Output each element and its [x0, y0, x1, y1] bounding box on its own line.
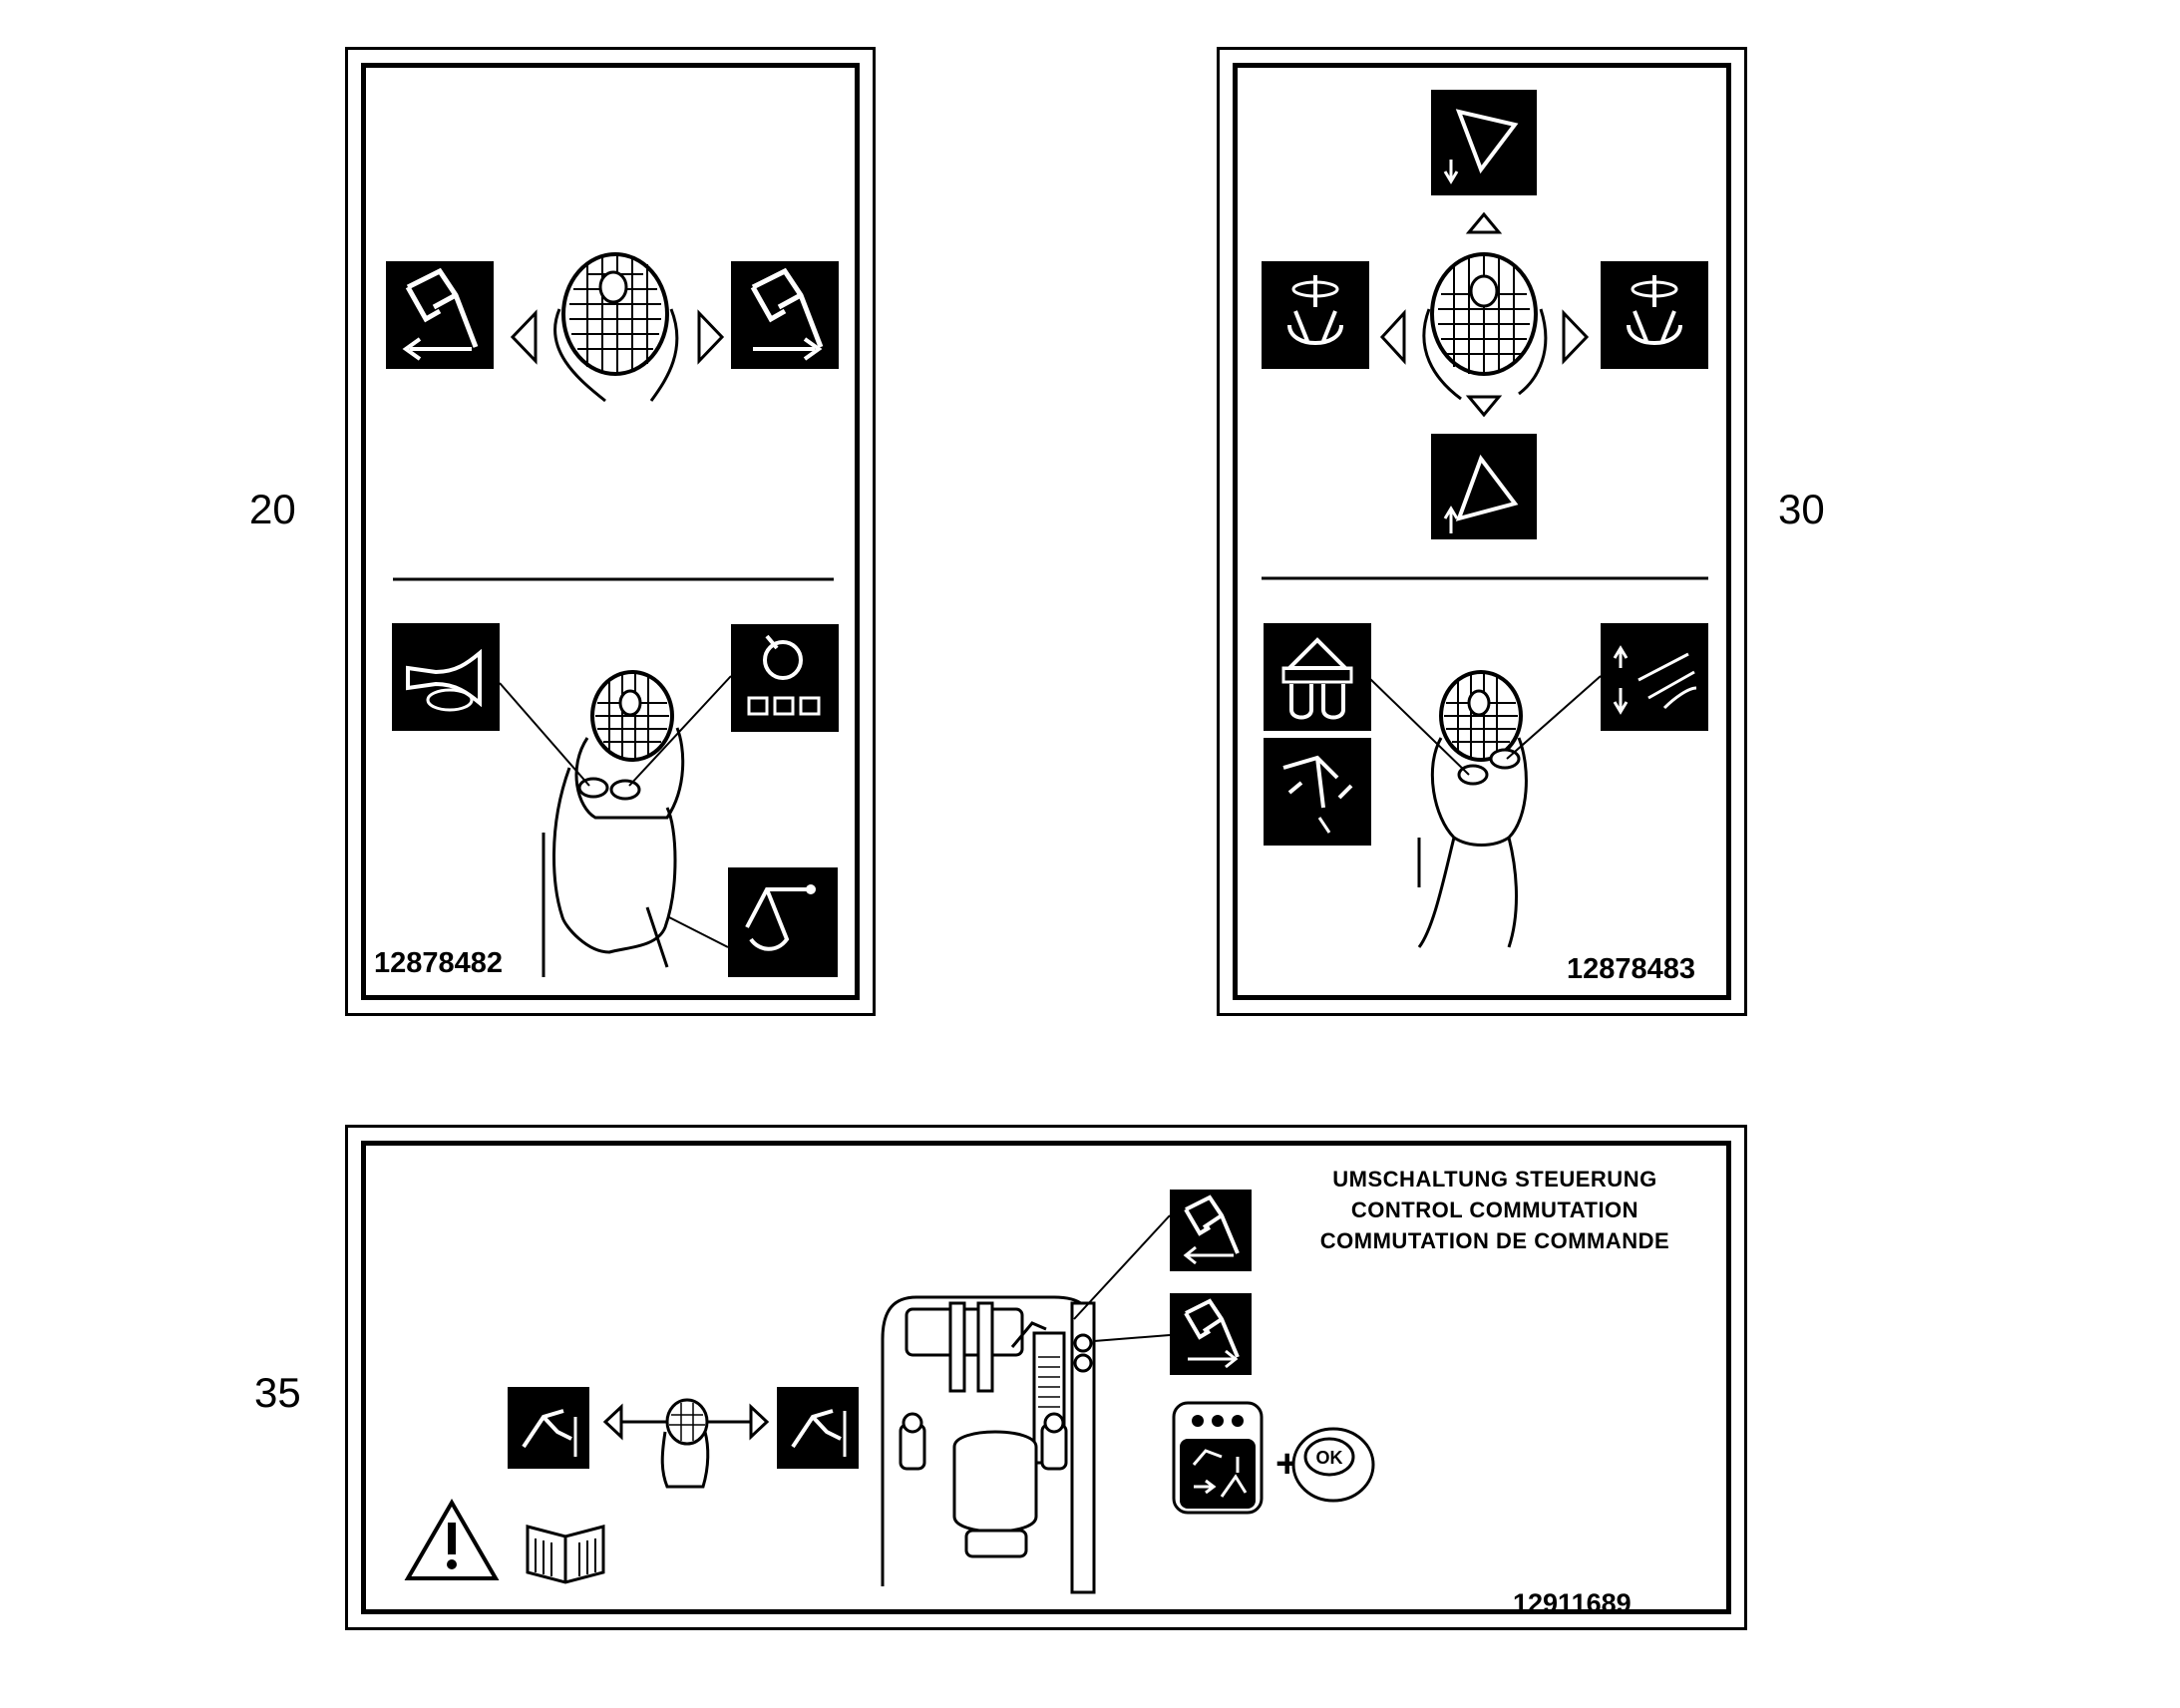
boom-raise-icon [1431, 434, 1537, 539]
cab-control-diagram: + OK [404, 1190, 1375, 1594]
part-number-35: 12911689 [1513, 1588, 1632, 1618]
arm-right-icon [777, 1387, 859, 1469]
cab-top-view [881, 1214, 1171, 1594]
decal-35-frame [361, 1141, 1731, 1614]
decal-30-frame [1233, 63, 1731, 1000]
switch-mode-icon [1172, 1401, 1264, 1515]
part-number-20: 12878482 [374, 947, 504, 979]
float-position-icon [1264, 623, 1371, 731]
decal-20-frame [361, 63, 860, 1000]
boom-swing-right-small-icon [1170, 1293, 1252, 1375]
arm-left-icon [508, 1387, 589, 1469]
rotate-right-icon [1601, 261, 1708, 369]
joystick-4way-view [1262, 90, 1708, 948]
ok-button-icon: OK [1291, 1427, 1375, 1503]
horn-icon [392, 623, 500, 731]
svg-text:OK: OK [1316, 1448, 1343, 1468]
decal-20: 12878482 [345, 47, 876, 1016]
warning-triangle-icon [404, 1499, 500, 1580]
heading-en: CONTROL COMMUTATION [1350, 1197, 1639, 1222]
decal-30: 12878483 [1217, 47, 1747, 1016]
boom-swing-left-small-icon [1170, 1190, 1252, 1271]
part-number-30: 12878483 [1567, 953, 1696, 985]
rotate-left-icon [1262, 261, 1369, 369]
callout-35: 35 [254, 1369, 301, 1416]
callout-30: 30 [1778, 486, 1825, 532]
vibration-icon [1601, 623, 1708, 731]
tilt-bucket-icon [728, 867, 838, 977]
decal-35: UMSCHALTUNG STEUERUNG CONTROL COMMUTATIO… [345, 1125, 1747, 1630]
grapple-icon [1264, 738, 1371, 846]
callout-20: 20 [249, 486, 296, 532]
joystick-top-view [386, 252, 839, 977]
boom-swing-right-icon [731, 261, 839, 369]
heading-fr: COMMUTATION DE COMMANDE [1319, 1228, 1670, 1253]
manual-book-icon [526, 1525, 605, 1584]
boom-lower-icon [1431, 90, 1537, 195]
memory-store-icon [731, 624, 839, 732]
heading-de: UMSCHALTUNG STEUERUNG [1332, 1167, 1657, 1192]
boom-swing-left-icon [386, 261, 494, 369]
plus-sign: + [1275, 1442, 1298, 1486]
